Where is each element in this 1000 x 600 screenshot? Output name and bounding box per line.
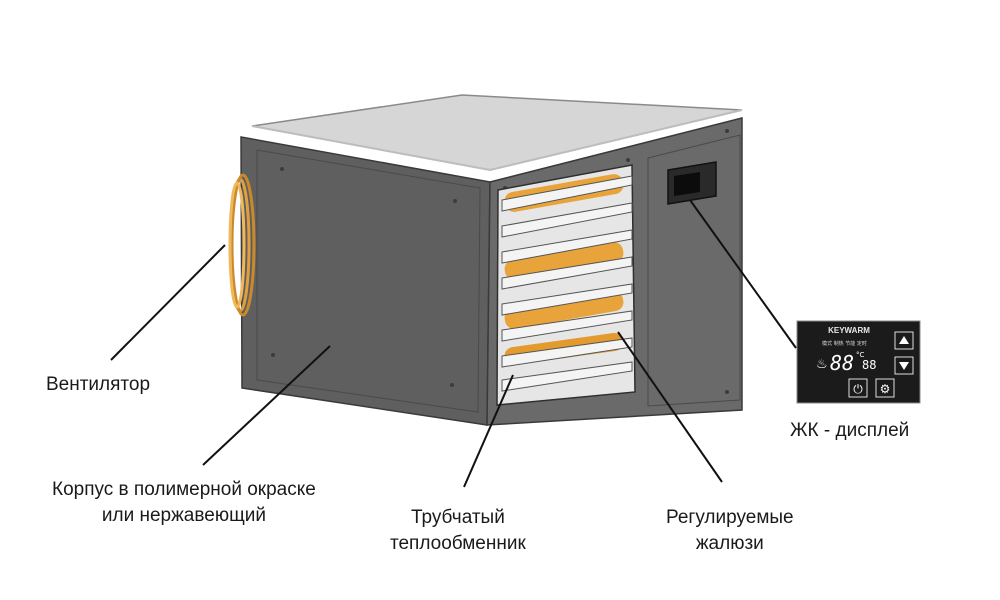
housing-side-face bbox=[240, 136, 491, 426]
display-digits: 88 bbox=[830, 351, 854, 375]
display-label: ЖК - дисплей bbox=[790, 420, 910, 441]
housing-label-line-1: Корпус в полимерной окраске bbox=[52, 479, 316, 500]
housing-label: Корпус в полимерной окраске или нержавею… bbox=[52, 477, 316, 529]
settings-button bbox=[875, 378, 895, 398]
up-button bbox=[894, 331, 914, 350]
louvers-label-line-2: жалюзи bbox=[695, 533, 764, 554]
down-button bbox=[894, 356, 914, 375]
gear-icon: ⚙ bbox=[880, 382, 891, 396]
exchanger-label-line-2: теплообменник bbox=[390, 533, 526, 554]
housing-label-line-2: или нержавеющий bbox=[101, 505, 266, 526]
fan-coil bbox=[228, 173, 256, 317]
up-arrow-icon bbox=[899, 336, 909, 344]
power-button bbox=[848, 378, 868, 398]
exchanger-label: Трубчатый теплообменник bbox=[390, 505, 526, 557]
louvers-label-line-1: Регулируемые bbox=[666, 507, 794, 528]
power-icon: ⏻ bbox=[853, 382, 863, 396]
leader-lines bbox=[110, 199, 797, 488]
down-arrow-icon bbox=[899, 362, 909, 370]
lcd-display-panel: KEYWARM 模式 制热 节能 定时 ♨ 88 °C 88 ⏻ ⚙ bbox=[796, 320, 921, 404]
display-brand: KEYWARM bbox=[828, 326, 870, 335]
fan-label: Вентилятор bbox=[46, 374, 151, 395]
unit-lcd bbox=[667, 161, 717, 205]
display-unit: °C bbox=[856, 351, 865, 359]
display-small-digits: 88 bbox=[862, 358, 876, 372]
flame-icon: ♨ bbox=[816, 357, 828, 372]
louvers bbox=[501, 175, 633, 392]
exchanger-label-line-1: Трубчатый bbox=[410, 507, 505, 528]
louvers-label: Регулируемые жалюзи bbox=[666, 505, 794, 557]
display-indicators: 模式 制热 节能 定时 bbox=[822, 340, 867, 347]
